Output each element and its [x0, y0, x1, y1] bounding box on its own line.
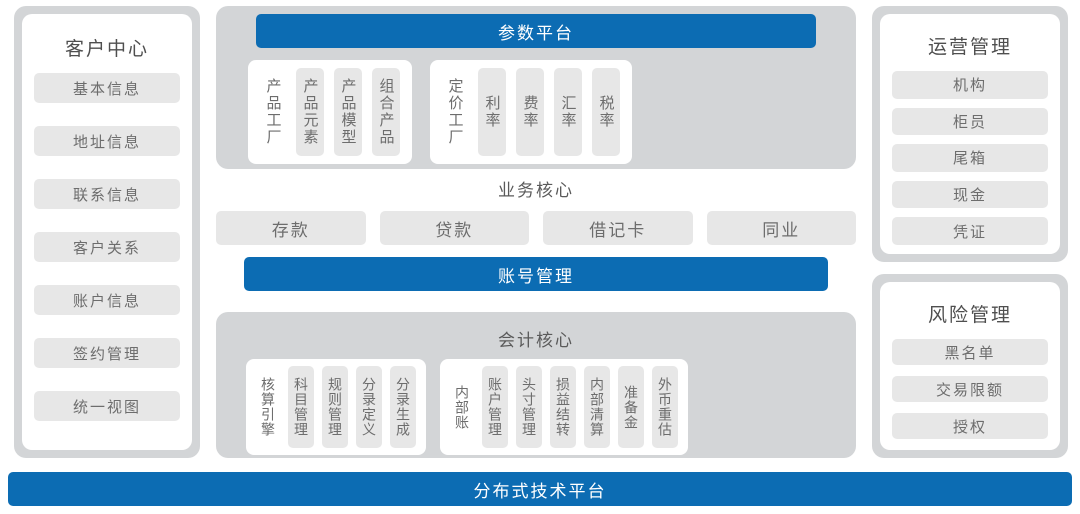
parameter-platform-groups: 产品工厂 产品元素 产品模型 组合产品 定价工厂 利率 费率 汇率 税率 [224, 60, 848, 164]
chip-composite-product[interactable]: 组合产品 [372, 68, 400, 156]
accounting-core-section: 会计核心 核算引擎 科目管理 规则管理 分录定义 分录生成 内部账 账户管理 头… [216, 312, 856, 458]
risk-item-blacklist[interactable]: 黑名单 [892, 339, 1048, 365]
chip-deposit[interactable]: 存款 [216, 211, 366, 245]
sidebar-item-contract-mgmt[interactable]: 签约管理 [34, 338, 180, 368]
risk-management-card: 风险管理 黑名单 交易限额 授权 [880, 282, 1060, 450]
business-core-section: 业务核心 存款 贷款 借记卡 同业 账号管理 [216, 176, 856, 298]
sidebar-item-customer-relation[interactable]: 客户关系 [34, 232, 180, 262]
operations-management-card: 运营管理 机构 柜员 尾箱 现金 凭证 [880, 14, 1060, 254]
chip-interest-rate[interactable]: 利率 [478, 68, 506, 156]
chip-tax-rate[interactable]: 税率 [592, 68, 620, 156]
internal-account-group: 内部账 账户管理 头寸管理 损益结转 内部清算 准备金 外币重估 [440, 359, 688, 455]
chip-internal-clearing[interactable]: 内部清算 [584, 366, 610, 448]
chip-debit-card[interactable]: 借记卡 [543, 211, 693, 245]
operations-management-title: 运营管理 [927, 37, 1012, 58]
customer-center-title: 客户中心 [64, 39, 149, 60]
sidebar-item-address-info[interactable]: 地址信息 [34, 126, 180, 156]
internal-account-label: 内部账 [454, 384, 470, 430]
pricing-factory-group: 定价工厂 利率 费率 汇率 税率 [430, 60, 632, 164]
chip-exchange-rate[interactable]: 汇率 [554, 68, 582, 156]
product-factory-group: 产品工厂 产品元素 产品模型 组合产品 [248, 60, 412, 164]
pricing-factory-label: 定价工厂 [446, 78, 464, 146]
ops-item-voucher[interactable]: 凭证 [892, 217, 1048, 245]
risk-management-panel: 风险管理 黑名单 交易限额 授权 [872, 274, 1068, 458]
chip-entry-generation[interactable]: 分录生成 [390, 366, 416, 448]
accounting-engine-label: 核算引擎 [260, 377, 276, 437]
ops-item-teller[interactable]: 柜员 [892, 107, 1048, 136]
chip-loan[interactable]: 贷款 [379, 211, 529, 245]
chip-position-mgmt[interactable]: 头寸管理 [516, 366, 542, 448]
sidebar-item-basic-info[interactable]: 基本信息 [34, 73, 180, 103]
chip-entry-definition[interactable]: 分录定义 [356, 366, 382, 448]
account-management-bar: 账号管理 [244, 257, 828, 291]
customer-center-panel: 客户中心 基本信息 地址信息 联系信息 客户关系 账户信息 签约管理 统一视图 [14, 6, 200, 458]
ops-item-cash[interactable]: 现金 [892, 180, 1048, 209]
operations-management-panel: 运营管理 机构 柜员 尾箱 现金 凭证 [872, 6, 1068, 262]
ops-item-cash-box[interactable]: 尾箱 [892, 144, 1048, 172]
parameter-platform-title: 参数平台 [256, 14, 816, 48]
customer-center-card: 客户中心 基本信息 地址信息 联系信息 客户关系 账户信息 签约管理 统一视图 [22, 14, 192, 450]
chip-interbank[interactable]: 同业 [706, 211, 856, 245]
chip-reserve-fund[interactable]: 准备金 [618, 366, 644, 448]
business-core-title: 业务核心 [498, 181, 574, 200]
sidebar-item-unified-view[interactable]: 统一视图 [34, 391, 180, 421]
sidebar-item-account-info[interactable]: 账户信息 [34, 285, 180, 315]
parameter-platform-section: 参数平台 产品工厂 产品元素 产品模型 组合产品 定价工厂 利率 费率 汇率 税… [216, 6, 856, 169]
accounting-core-groups: 核算引擎 科目管理 规则管理 分录定义 分录生成 内部账 账户管理 头寸管理 损… [224, 359, 848, 455]
business-core-items: 存款 贷款 借记卡 同业 [216, 211, 856, 245]
ops-item-institution[interactable]: 机构 [892, 71, 1048, 99]
distributed-tech-platform-bar: 分布式技术平台 [8, 472, 1072, 506]
risk-item-authorization[interactable]: 授权 [892, 413, 1048, 439]
chip-subject-mgmt[interactable]: 科目管理 [288, 366, 314, 448]
risk-management-title: 风险管理 [927, 305, 1012, 326]
chip-fee-rate[interactable]: 费率 [516, 68, 544, 156]
chip-fx-revaluation[interactable]: 外币重估 [652, 366, 678, 448]
accounting-core-title: 会计核心 [498, 331, 574, 350]
chip-pl-settlement[interactable]: 损益结转 [550, 366, 576, 448]
chip-product-model[interactable]: 产品模型 [334, 68, 362, 156]
chip-account-mgmt[interactable]: 账户管理 [482, 366, 508, 448]
product-factory-label: 产品工厂 [264, 78, 282, 146]
risk-item-transaction-limit[interactable]: 交易限额 [892, 376, 1048, 402]
sidebar-item-contact-info[interactable]: 联系信息 [34, 179, 180, 209]
chip-product-element[interactable]: 产品元素 [296, 68, 324, 156]
accounting-engine-group: 核算引擎 科目管理 规则管理 分录定义 分录生成 [246, 359, 426, 455]
chip-rule-mgmt[interactable]: 规则管理 [322, 366, 348, 448]
